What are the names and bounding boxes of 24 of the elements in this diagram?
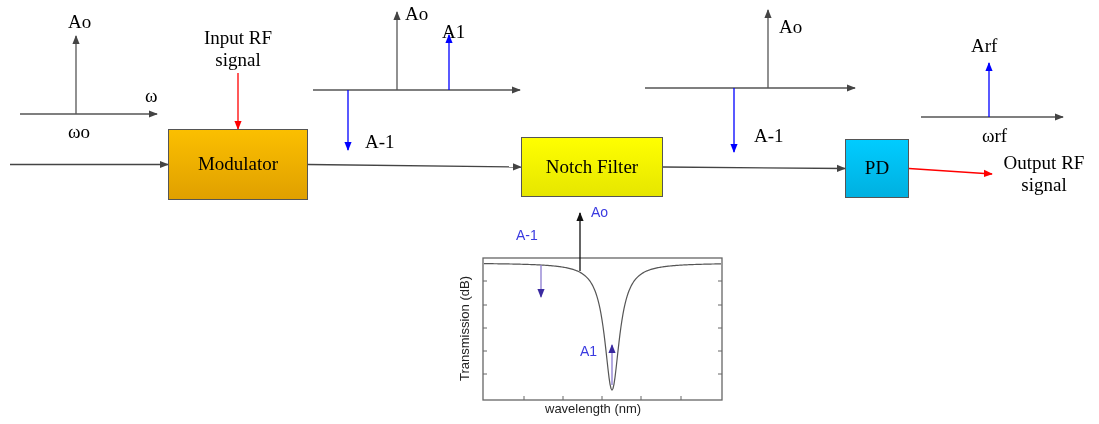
axis-title: wavelength (nm) <box>545 402 642 415</box>
modulator-box: Modulator <box>168 129 308 200</box>
notch-filter-box: Notch Filter <box>521 137 663 197</box>
arrow <box>908 167 993 178</box>
arrow <box>662 164 846 173</box>
amplitude-label: A1 <box>442 22 466 41</box>
amplitude-label: Ao <box>779 17 803 36</box>
frequency-axis-label: ω <box>145 86 158 105</box>
frequency-label: ωo <box>68 122 90 141</box>
output-signal-label: Output RF signal <box>992 150 1096 198</box>
amplitude-label: A1 <box>580 344 598 358</box>
amplitude-label: Ao <box>405 4 429 23</box>
axis-title: Transmission (dB) <box>458 276 471 381</box>
photodetector-box: PD <box>845 139 909 198</box>
frequency-label: ωrf <box>982 126 1008 145</box>
amplitude-label: Arf <box>971 36 998 55</box>
input-signal-label: Input RF signal <box>192 26 284 72</box>
amplitude-label: A-1 <box>754 126 784 145</box>
amplitude-label: A-1 <box>365 132 395 151</box>
arrow <box>307 163 522 171</box>
amplitude-label: A-1 <box>516 228 538 242</box>
arrow <box>9 160 169 169</box>
amplitude-label: Ao <box>68 12 92 31</box>
arrow <box>234 72 242 130</box>
